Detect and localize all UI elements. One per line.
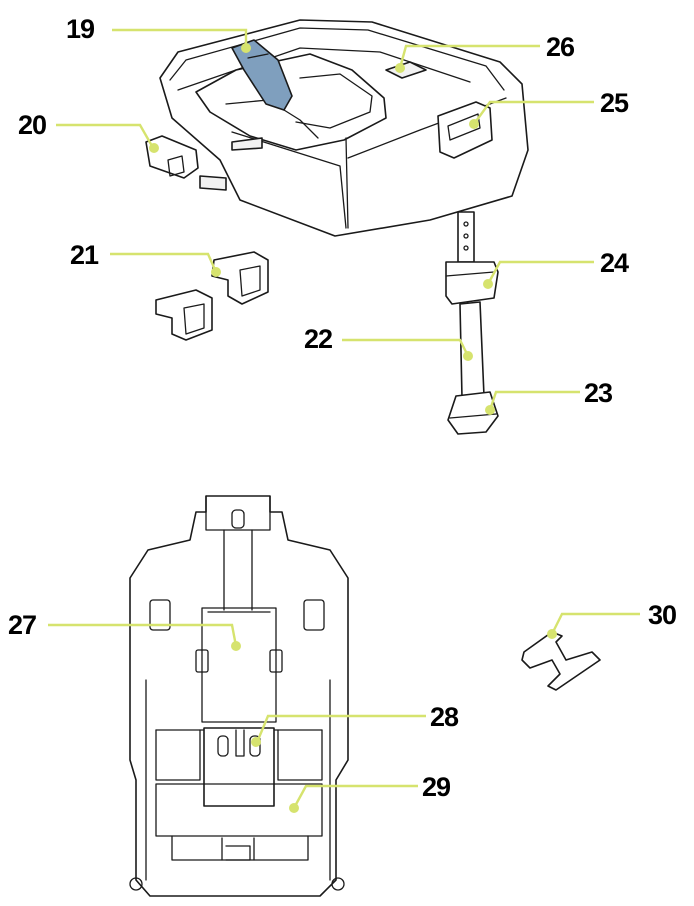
callout-26: 26: [546, 32, 575, 62]
clip-30-illustration: [522, 632, 600, 690]
callout-25: 25: [600, 88, 629, 118]
callout-23: 23: [584, 378, 613, 408]
callout-19: 19: [66, 14, 95, 44]
callout-29: 29: [422, 772, 451, 802]
callout-30: 30: [648, 600, 676, 630]
callout-27: 27: [8, 610, 36, 640]
base-underside-illustration: [130, 496, 348, 896]
callout-20: 20: [18, 110, 46, 140]
callout-24: 24: [600, 248, 629, 278]
support-leg-illustration: [446, 212, 498, 434]
seat-base-illustration: [146, 20, 528, 236]
callout-22: 22: [304, 324, 332, 354]
callout-28: 28: [430, 702, 459, 732]
callout-21: 21: [70, 240, 99, 270]
